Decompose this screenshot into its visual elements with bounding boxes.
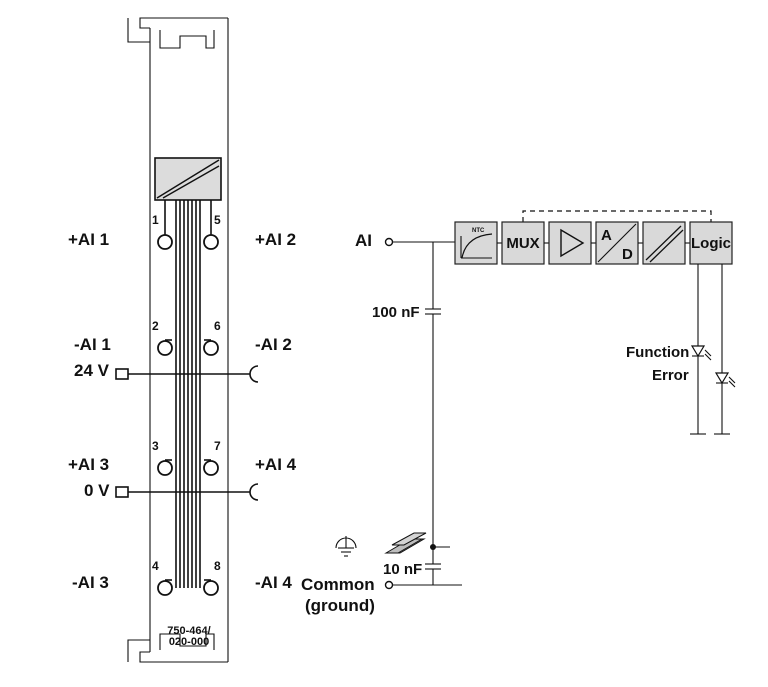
amplifier-block	[548, 221, 592, 265]
terminal-label: +AI 3	[68, 455, 109, 474]
terminal-circles	[157, 234, 219, 596]
schematic: AI 100 nF 10 nF Common	[301, 210, 736, 615]
terminal-label: -AI 1	[74, 335, 111, 354]
ntc-block: NTC	[454, 221, 498, 265]
terminal-label: -AI 4	[255, 573, 292, 592]
internal-bus	[164, 200, 212, 588]
led-error-label: Error	[652, 367, 689, 384]
ad-label: A	[601, 227, 612, 244]
terminal-number: 5	[214, 213, 221, 227]
ground-icon	[335, 536, 357, 557]
supply-label-24v: 24 V	[74, 361, 110, 380]
power-contacts	[115, 365, 259, 501]
supply-label-0v: 0 V	[84, 481, 110, 500]
capacitor-label: 100 nF	[372, 304, 420, 321]
led-function-label: Function	[626, 344, 689, 361]
module-body: 1 5 2 6 3 7 4 8 750-464/ 020-000	[115, 17, 259, 663]
terminal-number: 1	[152, 213, 159, 227]
ntc-curve-icon	[461, 233, 493, 259]
terminal-number: 7	[214, 439, 221, 453]
terminal-label: +AI 4	[255, 455, 297, 474]
logic-block: Logic	[689, 221, 733, 265]
common-label: Common	[301, 575, 375, 594]
part-number: 750-464/	[167, 625, 210, 637]
mux-block: MUX	[501, 221, 545, 265]
common-label: (ground)	[305, 596, 375, 615]
part-number: 020-000	[169, 636, 209, 648]
terminal-label: +AI 2	[255, 230, 296, 249]
dc-converter-icon	[154, 157, 222, 201]
terminal-number: 4	[152, 559, 159, 573]
capacitor-label: 10 nF	[383, 561, 422, 578]
input-label: AI	[355, 231, 372, 250]
din-rail-icon	[384, 532, 427, 554]
terminal-number: 6	[214, 319, 221, 333]
terminal-number: 3	[152, 439, 159, 453]
logic-label: Logic	[691, 235, 731, 252]
amplifier-icon	[560, 228, 585, 258]
mux-label: MUX	[506, 235, 539, 252]
ntc-label: NTC	[472, 228, 485, 234]
terminal-number: 2	[152, 319, 159, 333]
terminal-label: -AI 2	[255, 335, 292, 354]
ad-converter-block: A D	[595, 221, 639, 265]
terminal-label: -AI 3	[72, 573, 109, 592]
led-icon	[690, 345, 712, 361]
ad-label: D	[622, 246, 633, 263]
isolation-block	[642, 221, 686, 265]
terminal-label: +AI 1	[68, 230, 109, 249]
led-icon	[714, 372, 736, 388]
terminal-number: 8	[214, 559, 221, 573]
